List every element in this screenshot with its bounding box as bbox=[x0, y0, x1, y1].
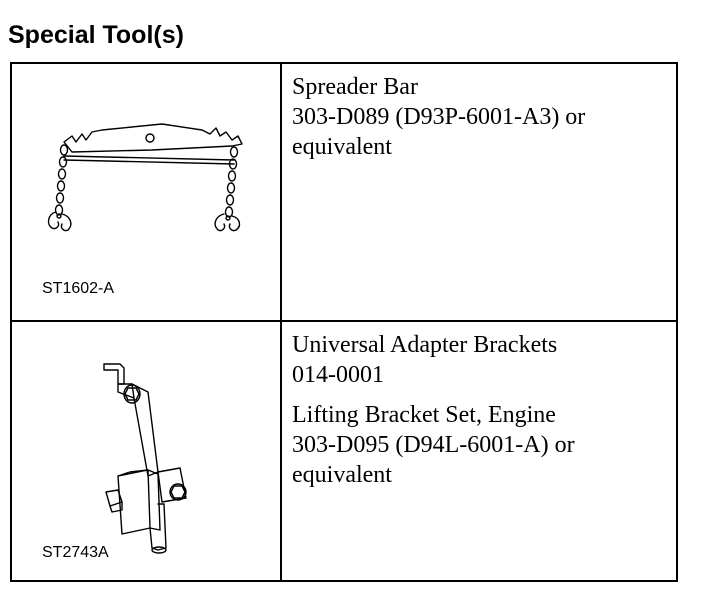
illustration-code: ST2743A bbox=[42, 544, 109, 561]
tool-equivalent: equivalent bbox=[292, 462, 392, 488]
table-row: ST2743A Universal Adapter Brackets 014-0… bbox=[12, 322, 676, 580]
illustration-cell: ST1602-A bbox=[12, 64, 282, 320]
tool-name: Universal Adapter Brackets bbox=[292, 332, 558, 358]
spreader-bar-icon bbox=[47, 123, 243, 232]
page-title: Special Tool(s) bbox=[8, 21, 184, 49]
tool-number: 303-D089 (D93P-6001-A3) or bbox=[292, 104, 586, 130]
tool-name: Spreader Bar bbox=[292, 74, 418, 100]
tool-number: 303-D095 (D94L-6001-A) or bbox=[292, 432, 575, 458]
tool-description: Spreader Bar 303-D089 (D93P-6001-A3) or … bbox=[282, 64, 676, 320]
tool-number: 014-0001 bbox=[292, 362, 384, 388]
illustration-code: ST1602-A bbox=[42, 280, 115, 297]
illustration-cell: ST2743A bbox=[12, 322, 282, 580]
tool-equivalent: equivalent bbox=[292, 134, 392, 160]
table-row: ST1602-A Spreader Bar 303-D089 (D93P-600… bbox=[12, 64, 676, 322]
lifting-bracket-icon bbox=[103, 363, 187, 554]
tool-description: Universal Adapter Brackets 014-0001 Lift… bbox=[282, 322, 676, 580]
special-tools-table: ST1602-A Spreader Bar 303-D089 (D93P-600… bbox=[10, 62, 678, 582]
spacer bbox=[292, 390, 676, 400]
tool-name: Lifting Bracket Set, Engine bbox=[292, 402, 556, 428]
